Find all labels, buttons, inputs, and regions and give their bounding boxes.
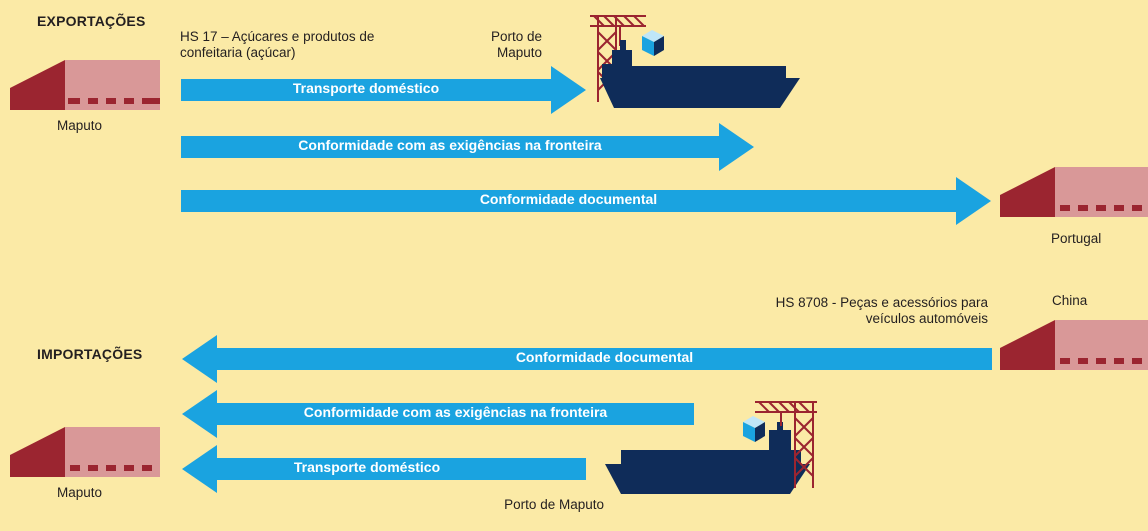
imports-arrow-transport (182, 445, 586, 493)
imports-arrow-transport-label: Transporte doméstico (293, 459, 441, 475)
imports-product-label: HS 8708 - Peças e acessórios para veícul… (775, 295, 988, 326)
exports-arrow-documents (181, 177, 991, 225)
exports-title: EXPORTAÇÕES (37, 13, 146, 29)
exports-port-label: Porto de Maputo (490, 29, 542, 60)
imports-arrow-border-label: Conformidade com as exigências na fronte… (303, 404, 608, 420)
exports-destination-label: Portugal (1051, 231, 1102, 246)
imports-arrow-documents (182, 335, 992, 383)
imports-title: IMPORTAÇÕES (37, 346, 143, 362)
warehouse-portugal-icon (1000, 167, 1148, 217)
exports-arrow-transport (181, 66, 586, 114)
imports-origin-label: China (1052, 293, 1088, 308)
exports-arrow-border (181, 123, 754, 171)
warehouse-china-icon (1000, 320, 1148, 370)
exports-arrow-transport-label: Transporte doméstico (292, 80, 440, 96)
warehouse-maputo-exports-icon (10, 60, 160, 110)
exports-origin-label: Maputo (57, 118, 103, 133)
ship-crane-exports-icon (590, 15, 800, 108)
exports-product-label: HS 17 – Açúcares e produtos de confeitar… (180, 29, 375, 60)
imports-arrow-documents-label: Conformidade documental (515, 349, 694, 365)
exports-arrow-border-label: Conformidade com as exigências na fronte… (298, 137, 602, 153)
imports-arrow-border (182, 390, 694, 438)
ship-crane-imports-icon (605, 401, 817, 494)
imports-port-label: Porto de Maputo (504, 497, 604, 512)
exports-arrow-documents-label: Conformidade documental (479, 191, 658, 207)
warehouse-maputo-imports-icon (10, 427, 160, 477)
imports-destination-label: Maputo (57, 485, 103, 500)
